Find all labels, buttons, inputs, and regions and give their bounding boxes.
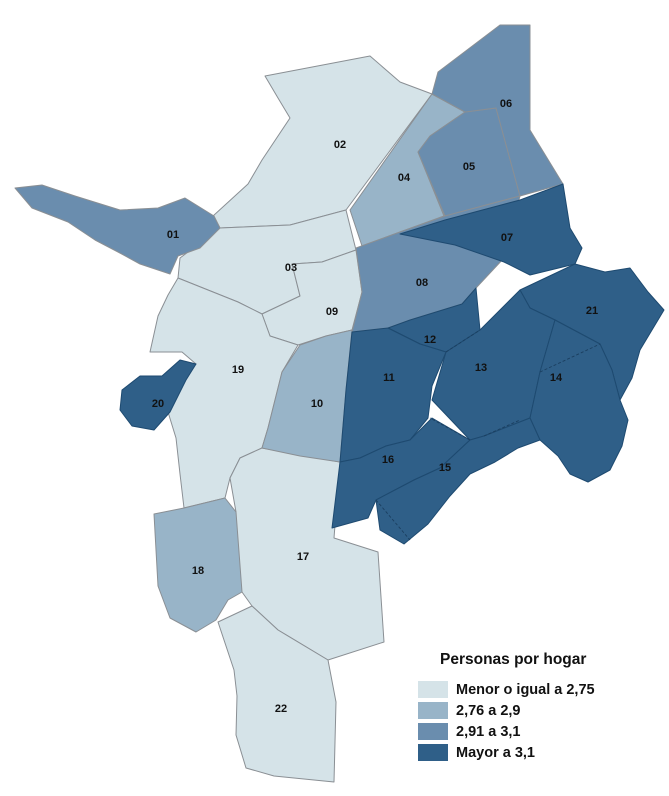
legend-swatch: [418, 681, 448, 698]
district-label-20: 20: [152, 398, 164, 410]
district-06[interactable]: [431, 24, 564, 197]
district-label-09: 09: [326, 306, 338, 318]
district-10[interactable]: [261, 329, 353, 463]
district-label-15: 15: [439, 462, 451, 474]
legend-label: 2,76 a 2,9: [456, 702, 521, 719]
district-22[interactable]: [217, 605, 337, 783]
district-label-04: 04: [398, 172, 411, 184]
legend-swatch: [418, 702, 448, 719]
legend-title: Personas por hogar: [440, 651, 587, 668]
district-label-19: 19: [232, 364, 244, 376]
legend-item: Mayor a 3,1: [418, 742, 658, 763]
district-label-11: 11: [383, 372, 395, 384]
district-label-05: 05: [463, 161, 475, 173]
legend-label: Mayor a 3,1: [456, 744, 535, 761]
district-label-21: 21: [586, 305, 598, 317]
legend-label: Menor o igual a 2,75: [456, 681, 595, 698]
legend-item: 2,76 a 2,9: [418, 700, 658, 721]
district-label-17: 17: [297, 551, 309, 563]
district-label-22: 22: [275, 703, 287, 715]
district-18[interactable]: [153, 497, 243, 633]
district-label-07: 07: [501, 232, 513, 244]
district-label-18: 18: [192, 565, 204, 577]
district-label-06: 06: [500, 98, 512, 110]
legend-item: 2,91 a 3,1: [418, 721, 658, 742]
district-label-10: 10: [311, 398, 323, 410]
district-label-12: 12: [424, 334, 436, 346]
district-label-14: 14: [550, 372, 563, 384]
district-15[interactable]: [375, 417, 541, 545]
district-07[interactable]: [399, 183, 583, 276]
district-label-02: 02: [334, 139, 346, 151]
district-label-03: 03: [285, 262, 297, 274]
district-label-08: 08: [416, 277, 428, 289]
legend-swatch: [418, 744, 448, 761]
district-label-16: 16: [382, 454, 394, 466]
district-label-13: 13: [475, 362, 487, 374]
district-label-01: 01: [167, 229, 179, 241]
district-01[interactable]: [14, 184, 221, 275]
legend-label: 2,91 a 3,1: [456, 723, 521, 740]
legend-swatch: [418, 723, 448, 740]
district-20[interactable]: [119, 359, 197, 431]
district-11[interactable]: [339, 327, 447, 463]
district-labels: 01 02 03 04 05 06 07 08 09 10 11 12 13 14 15 16 17 18 19 20…: [152, 98, 598, 715]
legend: Personas por hogar Menor o igual a 2,75 …: [418, 651, 658, 763]
internal-boundaries: [375, 329, 601, 541]
legend-item: Menor o igual a 2,75: [418, 679, 658, 700]
